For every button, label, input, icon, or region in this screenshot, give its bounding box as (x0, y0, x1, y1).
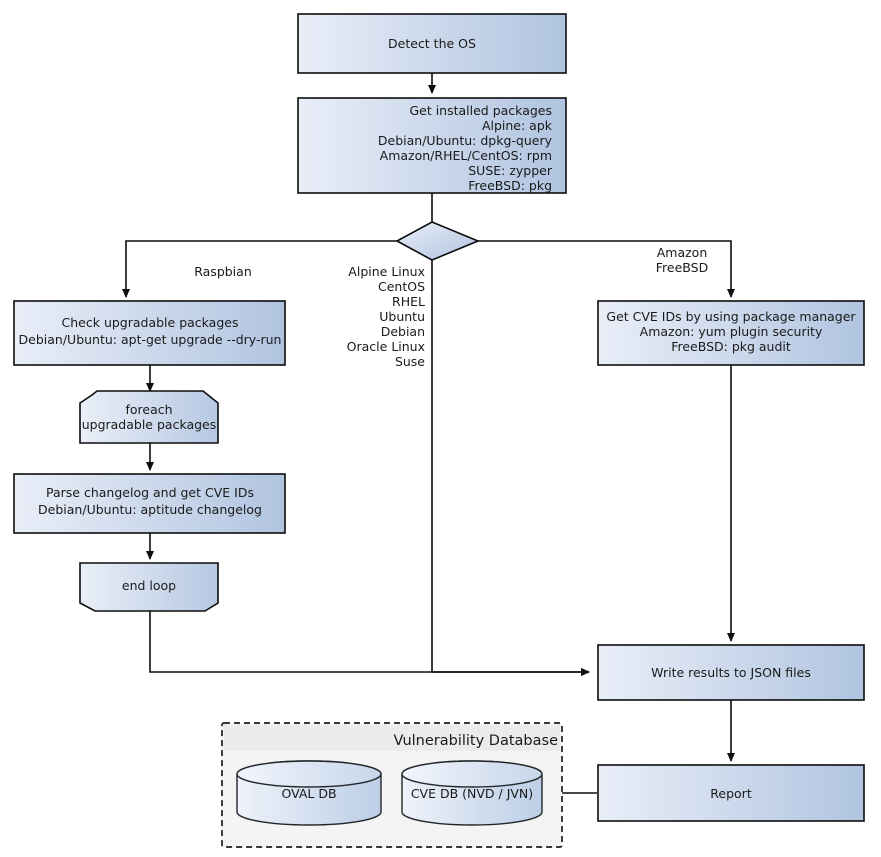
parse-changelog-line-1: Debian/Ubuntu: aptitude changelog (38, 502, 262, 517)
parse-changelog-line-0: Parse changelog and get CVE IDs (46, 485, 254, 500)
get-installed-packages-line-0: Get installed packages (409, 103, 552, 118)
check-upgradable-box[interactable] (13, 300, 286, 366)
node-write-results[interactable]: Write results to JSON files (597, 644, 865, 701)
end-loop-shape[interactable] (79, 562, 219, 612)
node-parse-changelog[interactable]: Parse changelog and get CVE IDs Debian/U… (13, 473, 286, 534)
node-check-upgradable[interactable]: Check upgradable packages Debian/Ubuntu:… (13, 300, 286, 366)
edge-decision-to-get-cve-ids (478, 240, 735, 298)
get-installed-packages-line-2: Debian/Ubuntu: dpkg-query (378, 133, 553, 148)
get-installed-packages-line-5: FreeBSD: pkg (468, 178, 552, 193)
vulnerability-database-title: Vulnerability Database (394, 733, 559, 749)
get-installed-packages-line-1: Alpine: apk (482, 118, 553, 133)
cve-db-cylinder: CVE DB (NVD / JVN) (401, 760, 543, 826)
oval-db-cylinder: OVAL DB (236, 760, 382, 826)
end-loop-label: end loop (122, 578, 176, 593)
edge-label-raspbian: Raspbian (194, 264, 252, 279)
middle-os-list-line-3: Ubuntu (379, 309, 425, 324)
edge-decision-to-check-upgradable (122, 240, 397, 298)
write-results-label: Write results to JSON files (651, 665, 811, 680)
foreach-loop-line-0: foreach (125, 402, 172, 417)
foreach-loop-shape[interactable] (79, 390, 219, 444)
node-detect-os[interactable]: Detect the OS (297, 13, 567, 74)
parse-changelog-box[interactable] (13, 473, 286, 534)
edge-label-amazon-freebsd: Amazon FreeBSD (656, 245, 708, 275)
oval-db-label: OVAL DB (281, 786, 336, 801)
amazon-freebsd-line-0: Amazon (657, 245, 708, 260)
cve-db-label: CVE DB (NVD / JVN) (411, 786, 533, 801)
detect-os-label: Detect the OS (388, 36, 476, 51)
node-get-cve-ids[interactable]: Get CVE IDs by using package manager Ama… (597, 300, 865, 366)
detect-os-box[interactable] (297, 13, 567, 74)
edge-label-middle-os-list: Alpine Linux CentOS RHEL Ubuntu Debian O… (347, 264, 426, 369)
get-cve-ids-line-0: Get CVE IDs by using package manager (606, 309, 856, 324)
edge-endloop-to-write-results (149, 611, 590, 676)
check-upgradable-line-1: Debian/Ubuntu: apt-get upgrade --dry-run (19, 332, 282, 347)
amazon-freebsd-line-1: FreeBSD (656, 260, 708, 275)
middle-os-list-line-6: Suse (395, 354, 425, 369)
foreach-loop-line-1: upgradable packages (82, 417, 217, 432)
middle-os-list-line-5: Oracle Linux (347, 339, 425, 354)
report-box[interactable] (597, 764, 865, 822)
middle-os-list-line-0: Alpine Linux (348, 264, 425, 279)
get-cve-ids-line-1: Amazon: yum plugin security (640, 324, 823, 339)
middle-os-list-line-4: Debian (381, 324, 425, 339)
check-upgradable-line-0: Check upgradable packages (62, 315, 239, 330)
report-label: Report (710, 786, 752, 801)
edge-decision-to-write-results (431, 260, 590, 676)
get-installed-packages-line-3: Amazon/RHEL/CentOS: rpm (380, 148, 552, 163)
node-foreach-loop[interactable]: foreach upgradable packages (79, 390, 219, 444)
get-installed-packages-box[interactable] (297, 97, 567, 194)
node-os-decision[interactable] (395, 221, 481, 261)
node-get-installed-packages[interactable]: Get installed packages Alpine: apk Debia… (297, 97, 567, 194)
middle-os-list-line-2: RHEL (392, 294, 425, 309)
node-report[interactable]: Report (597, 764, 865, 822)
get-cve-ids-line-2: FreeBSD: pkg audit (671, 339, 791, 354)
middle-os-list-line-1: CentOS (378, 279, 425, 294)
node-end-loop[interactable]: end loop (79, 562, 219, 612)
vulnerability-database-header (224, 725, 560, 751)
vulnerability-database-group: Vulnerability Database OVAL DB CVE DB (N… (221, 722, 563, 848)
get-installed-packages-line-4: SUSE: zypper (468, 163, 553, 178)
write-results-box[interactable] (597, 644, 865, 701)
os-decision-diamond[interactable] (395, 221, 481, 261)
get-cve-ids-box[interactable] (597, 300, 865, 366)
